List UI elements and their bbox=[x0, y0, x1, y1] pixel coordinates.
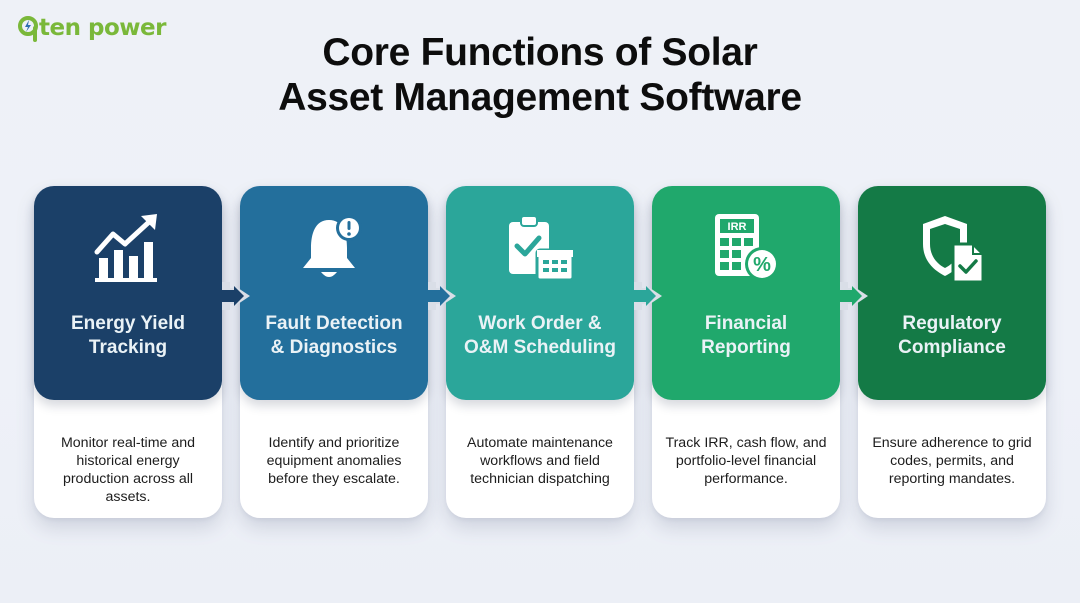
step-header: IRR % Financial Reporting bbox=[652, 186, 840, 400]
step-title: Fault Detection & Diagnostics bbox=[265, 313, 403, 358]
step-description: Ensure adherence to grid codes, permits,… bbox=[872, 435, 1032, 487]
step-title: Energy Yield Tracking bbox=[70, 313, 186, 358]
title-line-1: Core Functions of Solar bbox=[322, 31, 758, 74]
page-title: Core Functions of Solar Asset Management… bbox=[0, 30, 1080, 120]
arrow-right-icon bbox=[840, 282, 868, 310]
alert-bell-icon bbox=[240, 214, 428, 286]
step-card-regulatory: Regulatory Compliance Ensure adherence t… bbox=[858, 186, 1046, 518]
clipboard-calendar-icon bbox=[446, 214, 634, 286]
step-title: Work Order & O&M Scheduling bbox=[464, 313, 616, 358]
arrow-right-icon bbox=[222, 282, 250, 310]
arrow-right-icon bbox=[428, 282, 456, 310]
step-card-fault-detection: Fault Detection & Diagnostics Identify a… bbox=[240, 186, 428, 518]
title-line-2: Asset Management Software bbox=[278, 76, 802, 119]
step-title: Financial Reporting bbox=[701, 313, 791, 358]
calculator-percent-icon: IRR % bbox=[652, 214, 840, 286]
step-header: Work Order & O&M Scheduling bbox=[446, 186, 634, 400]
step-header: Energy Yield Tracking bbox=[34, 186, 222, 400]
brand-logo: ten power bbox=[18, 14, 166, 42]
step-description: Monitor real-time and historical energy … bbox=[60, 435, 196, 505]
bolt-o-icon bbox=[18, 14, 38, 42]
chart-growth-icon bbox=[34, 214, 222, 286]
arrow-right-icon bbox=[634, 282, 662, 310]
shield-document-icon bbox=[858, 214, 1046, 286]
step-header: Regulatory Compliance bbox=[858, 186, 1046, 400]
step-card-energy-yield: Energy Yield Tracking Monitor real-time … bbox=[34, 186, 222, 518]
logo-text: ten power bbox=[39, 15, 166, 41]
step-description: Identify and prioritize equipment anomal… bbox=[266, 435, 402, 487]
step-description: Track IRR, cash flow, and portfolio-leve… bbox=[665, 435, 827, 487]
step-card-financial: IRR % Financial Reporting Track IRR, cas… bbox=[652, 186, 840, 518]
svg-text:%: % bbox=[753, 254, 771, 276]
step-card-work-order: Work Order & O&M Scheduling Automate mai… bbox=[446, 186, 634, 518]
step-header: Fault Detection & Diagnostics bbox=[240, 186, 428, 400]
step-description: Automate maintenance workflows and field… bbox=[467, 435, 613, 487]
svg-text:IRR: IRR bbox=[728, 221, 747, 233]
step-title: Regulatory Compliance bbox=[898, 313, 1006, 358]
